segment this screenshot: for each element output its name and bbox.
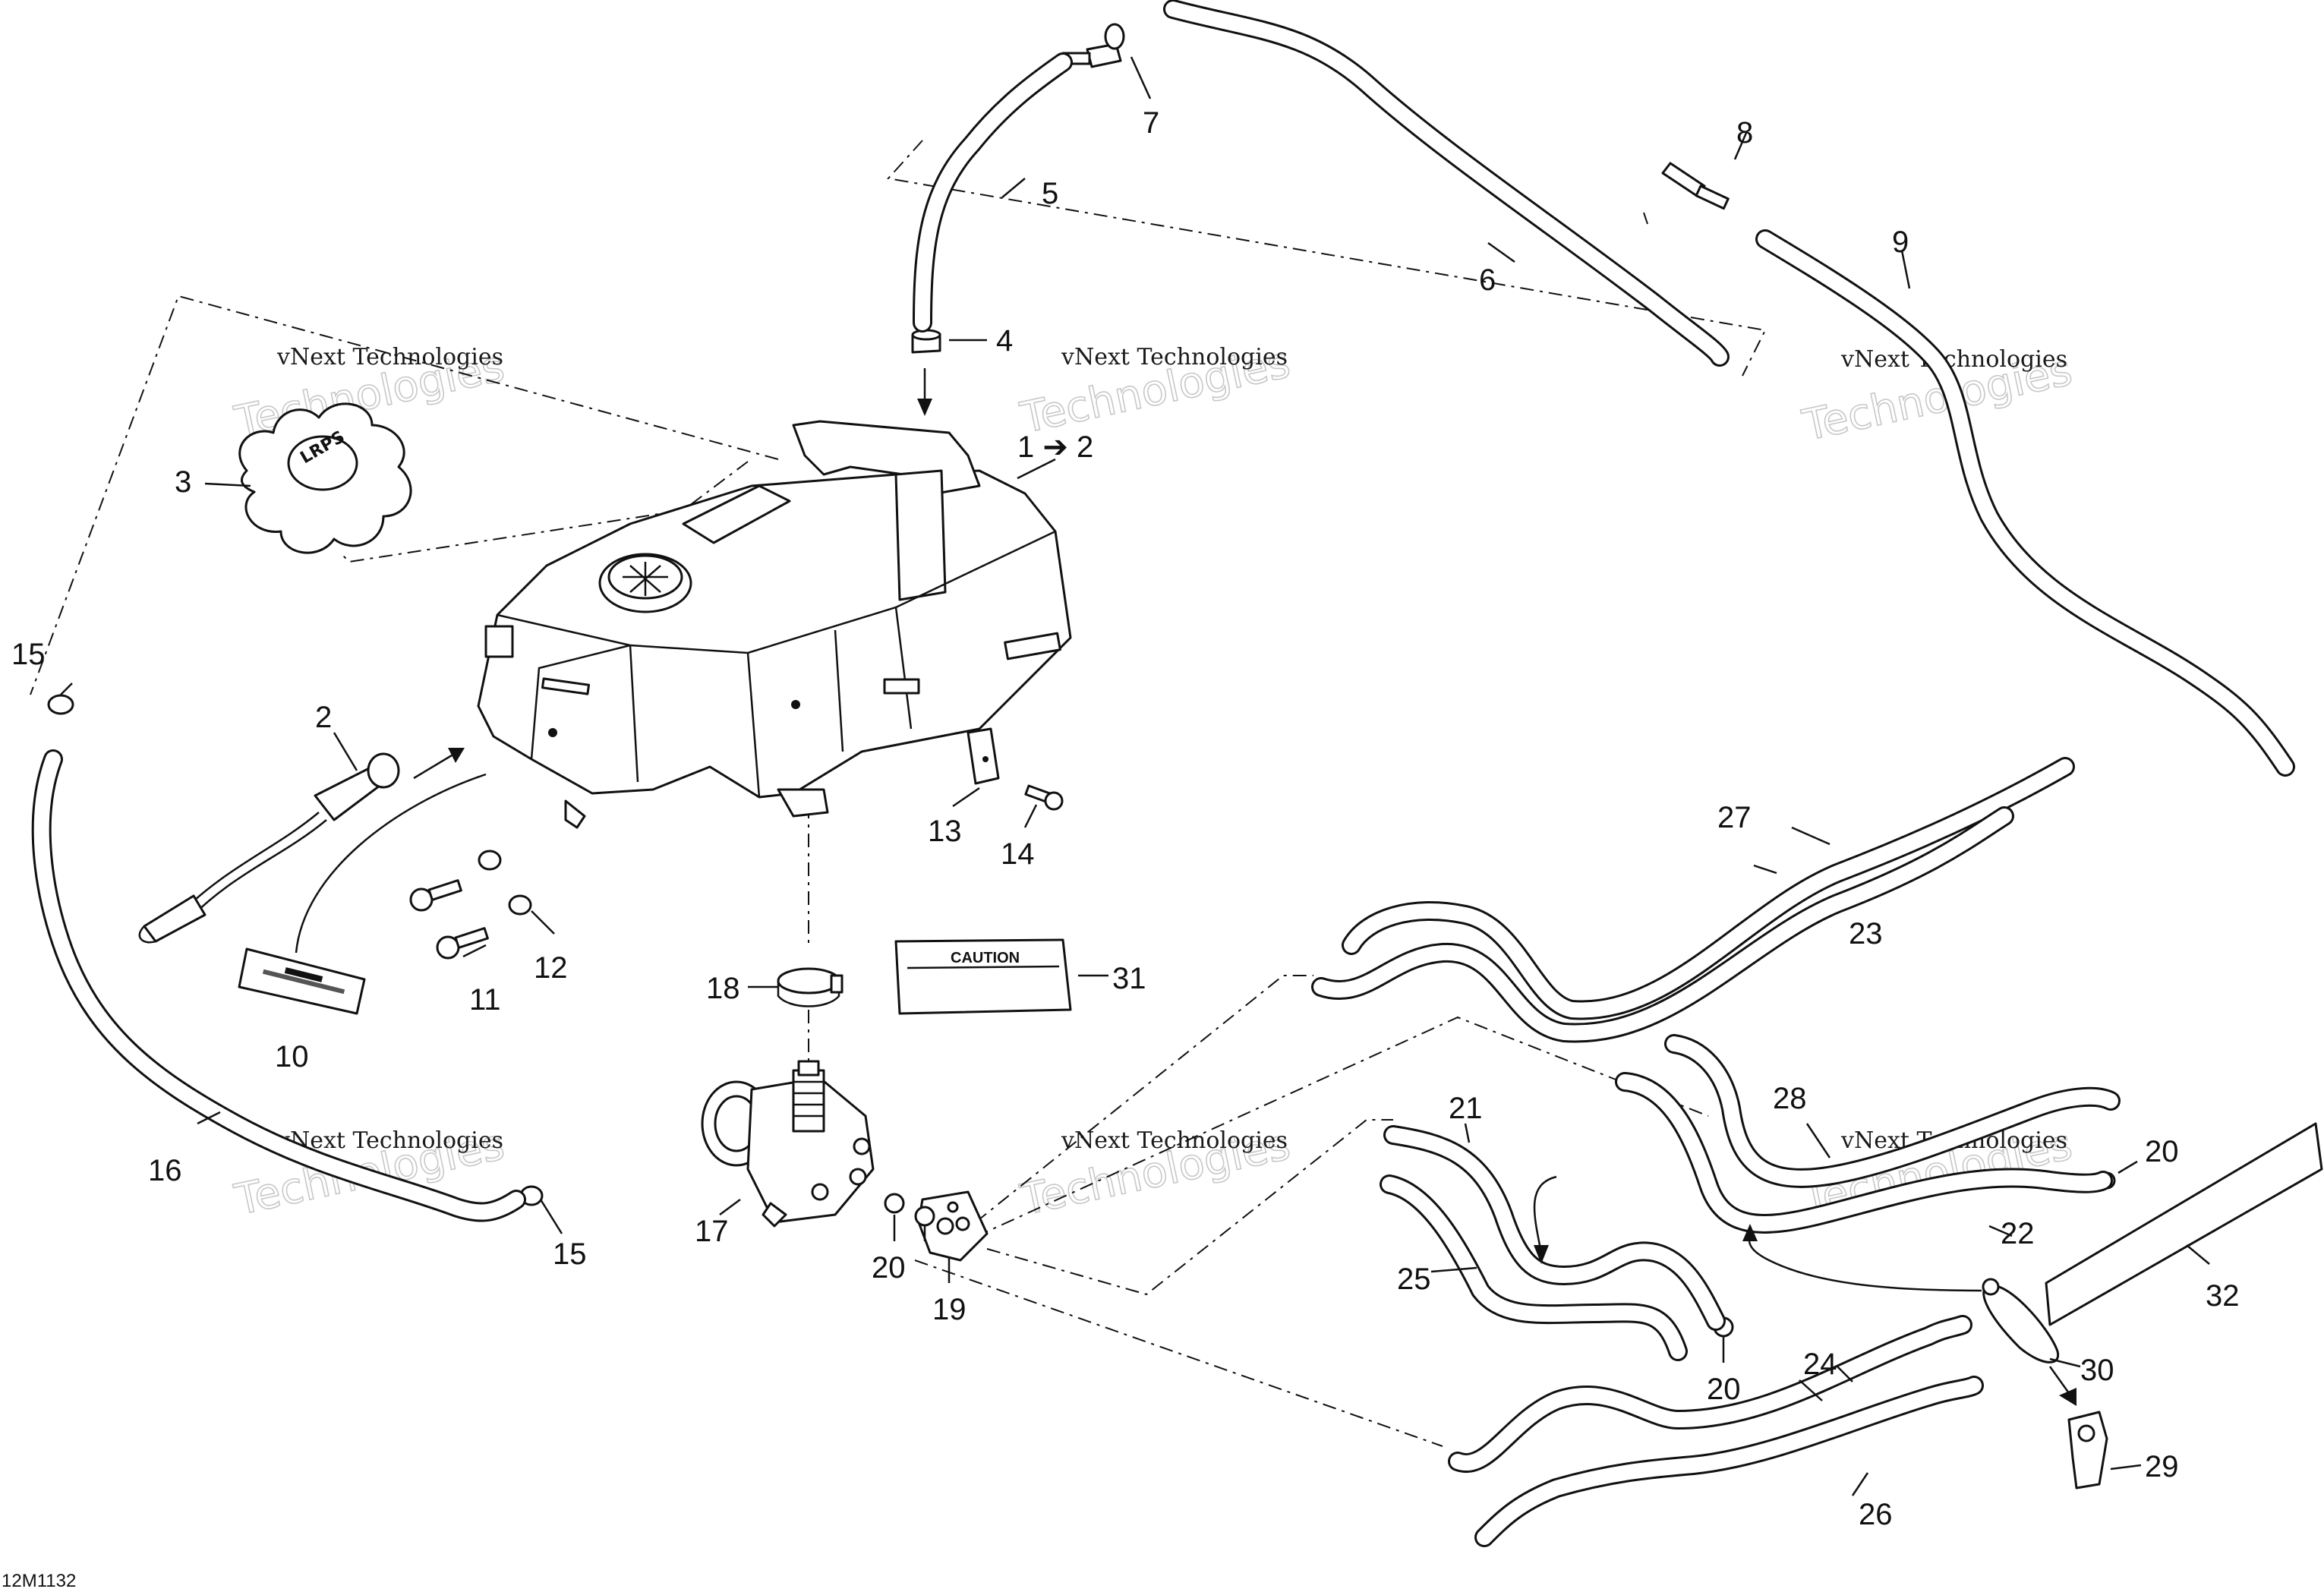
callout-22: 22 — [2001, 1217, 2035, 1250]
callout-20-pump: 20 — [872, 1251, 906, 1285]
callout-29: 29 — [2145, 1450, 2179, 1483]
hose-21 — [1383, 1125, 1726, 1331]
clamps-15 — [47, 694, 544, 1206]
hose-24 — [1448, 1315, 1972, 1473]
callout-24: 24 — [1803, 1348, 1837, 1381]
callout-5: 5 — [1042, 177, 1058, 210]
washers-12 — [478, 850, 532, 916]
connector-8 — [1661, 162, 1730, 210]
caution-decal: CAUTION — [894, 938, 1072, 1015]
callout-32: 32 — [2206, 1279, 2240, 1313]
hose-23 — [1311, 806, 2014, 1043]
callout-6: 6 — [1479, 263, 1496, 297]
callout-21: 21 — [1449, 1092, 1483, 1125]
callout-7: 7 — [1143, 106, 1159, 140]
hose-25 — [1380, 1174, 1688, 1361]
callout-26: 26 — [1859, 1498, 1893, 1531]
callout-31: 31 — [1112, 962, 1146, 995]
callout-8: 8 — [1736, 116, 1753, 150]
hose-9 — [1755, 229, 2295, 777]
callout-2: 2 — [315, 701, 332, 734]
callout-27: 27 — [1717, 801, 1752, 834]
callout-23: 23 — [1849, 917, 1883, 950]
callout-10: 10 — [275, 1040, 309, 1073]
svg-text:vNext Technologies: vNext Technologies — [1061, 344, 1288, 370]
hose-28 — [1664, 1034, 2121, 1188]
callout-25: 25 — [1397, 1263, 1431, 1296]
bolts-11 — [409, 879, 489, 960]
fuel-pump — [701, 1060, 875, 1228]
callout-9: 9 — [1892, 225, 1909, 259]
callout-20-right: 20 — [2145, 1135, 2179, 1168]
callout-13: 13 — [928, 815, 962, 848]
callout-28: 28 — [1773, 1082, 1807, 1115]
hose-5 — [913, 52, 1073, 333]
callout-14: 14 — [1001, 837, 1035, 871]
callout-15-bottom: 15 — [553, 1237, 587, 1271]
assembly-arrows — [413, 368, 2076, 1406]
clip-4 — [911, 329, 941, 354]
decal-10 — [238, 773, 487, 1015]
fuel-cap: LRPS — [238, 402, 412, 554]
callout-19: 19 — [932, 1293, 966, 1326]
callout-1-2: 1 ➔ 2 — [1017, 430, 1093, 464]
diagram-code: 12M1132 — [2, 1571, 76, 1591]
bolt-14 — [1024, 784, 1064, 811]
svg-text:vNext Technologies: vNext Technologies — [1840, 346, 2067, 373]
callout-15-top: 15 — [11, 638, 46, 671]
hose-22 — [1615, 1072, 2113, 1234]
pump-flange — [917, 1190, 989, 1262]
callout-17: 17 — [695, 1215, 729, 1248]
callout-30: 30 — [2080, 1354, 2114, 1387]
bracket-13 — [966, 727, 1000, 785]
callout-labels: 1 ➔ 2 2 3 4 5 6 7 8 9 10 11 12 13 14 15 … — [11, 106, 2240, 1531]
svg-text:CAUTION: CAUTION — [951, 950, 1020, 966]
callout-18: 18 — [706, 972, 740, 1005]
hose-16 — [31, 749, 526, 1222]
hose-26 — [1474, 1376, 1984, 1547]
hose-6 — [1163, 0, 1730, 367]
callout-20-mid: 20 — [1707, 1373, 1741, 1406]
bracket-29 — [2067, 1411, 2108, 1490]
leader-lines — [60, 56, 2210, 1496]
callout-12: 12 — [534, 951, 568, 985]
assembly-lines — [30, 140, 1767, 1447]
watermark-top-center: Technologies vNext Technologies — [1016, 338, 1295, 444]
svg-text:vNext Technologies: vNext Technologies — [1061, 1127, 1288, 1154]
clamp-ring — [777, 967, 844, 1007]
hose-27 — [1342, 757, 2075, 1020]
fuel-tank — [477, 420, 1072, 829]
svg-text:vNext Technologies: vNext Technologies — [276, 344, 503, 370]
callout-3: 3 — [175, 465, 191, 499]
strap-30 — [1982, 1278, 2060, 1363]
callout-4: 4 — [996, 324, 1013, 358]
callout-11: 11 — [469, 983, 501, 1017]
protector-32 — [2045, 1122, 2323, 1326]
sensor-2 — [138, 752, 400, 944]
callout-16: 16 — [148, 1154, 182, 1187]
